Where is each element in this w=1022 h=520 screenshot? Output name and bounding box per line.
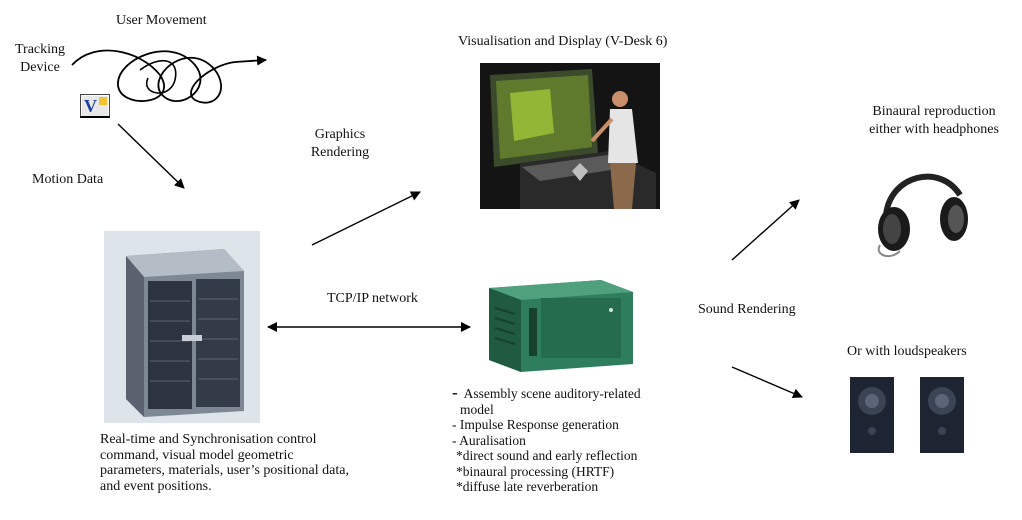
tracker-icon: V [80,94,110,118]
headphones-image [877,173,968,258]
control-description-line: and event positions. [100,478,212,494]
control-description: Real-time and Synchronisation control co… [100,432,349,494]
audio-processing-list: -Assembly scene auditory-related model -… [452,383,641,494]
server-image [104,231,260,423]
svg-text:V: V [84,96,97,116]
motion-data-label: Motion Data [32,172,104,187]
vdesk-image [480,63,660,209]
or-loudspeakers-label: Or with loudspeakers [847,344,967,359]
control-description-line: parameters, materials, user’s positional… [100,463,349,478]
tcpip-network-label: TCP/IP network [327,291,418,306]
sound-rendering-label: Sound Rendering [698,302,796,317]
user-movement-label: User Movement [116,13,207,28]
visualisation-display-label: Visualisation and Display (V-Desk 6) [458,34,668,49]
scribble-loop [139,59,177,94]
control-description-line: command, visual model geometric [100,447,294,463]
motion-data-arrow [117,123,185,189]
bullet-dash: - [452,383,458,402]
headphones-arrow [731,199,800,261]
audio-pc-image [481,268,641,378]
binaural-reproduction-label: Binaural reproduction either with headph… [869,104,999,137]
graphics-rendering-label: Graphics Rendering [310,127,370,160]
control-description-line: Real-time and Synchronisation control [100,432,317,447]
user-movement-scribble [71,49,267,104]
graphics-rendering-arrow [311,191,421,246]
loudspeaker-image [850,377,894,453]
loudspeakers-arrow [731,366,803,399]
loudspeaker-image [920,377,964,453]
tracking-device-label: Tracking Device [14,42,66,75]
